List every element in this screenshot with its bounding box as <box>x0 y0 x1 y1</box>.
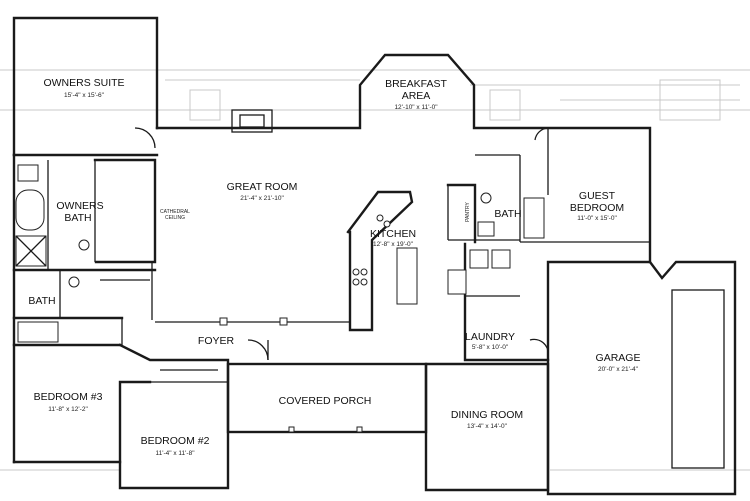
covered-porch-label: COVERED PORCH <box>279 395 372 407</box>
guest-bedroom-label-line1: GUEST <box>579 190 616 202</box>
laundry-label: LAUNDRY <box>465 331 515 343</box>
guest-bedroom-dims: 11'-0" x 15'-0" <box>577 215 617 222</box>
background-ghost-lines <box>0 69 750 471</box>
bedroom3-dims: 11'-8" x 12'-2" <box>48 406 88 413</box>
breakfast-label-line2: AREA <box>402 90 431 102</box>
cathedral-note-line1: CATHEDRAL <box>160 209 190 215</box>
great-room-dims: 21'-4" x 21'-10" <box>240 195 284 202</box>
bedroom3-label: BEDROOM #3 <box>34 391 103 403</box>
pantry-label: PANTRY <box>465 201 471 221</box>
fixtures <box>15 127 549 433</box>
walls <box>12 16 737 496</box>
cathedral-note-line2: CEILING <box>165 215 185 221</box>
garage-label: GARAGE <box>596 352 641 364</box>
breakfast-dims: 12'-10" x 11'-0" <box>394 104 438 111</box>
garage-dims: 20'-0" x 21'-4" <box>598 366 639 373</box>
breakfast-label-line1: BREAKFAST <box>385 78 447 90</box>
dining-room-dims: 13'-4" x 14'-0" <box>467 423 508 430</box>
kitchen-label: KITCHEN <box>370 228 416 240</box>
owners-suite-dims: 15'-4" x 15'-6" <box>64 92 105 99</box>
bedroom2-dims: 11'-4" x 11'-8" <box>155 450 195 457</box>
dining-room-label: DINING ROOM <box>451 409 523 421</box>
foyer-label: FOYER <box>198 335 235 347</box>
kitchen-dims: 12'-8" x 19'-0" <box>373 241 414 248</box>
bath3-label: BATH <box>28 295 55 307</box>
guest-bedroom-label-line2: BEDROOM <box>570 202 624 214</box>
room-labels: OWNERS SUITE 15'-4" x 15'-6" BREAKFAST A… <box>28 77 640 457</box>
bedroom2-label: BEDROOM #2 <box>141 435 210 447</box>
owners-suite-label: OWNERS SUITE <box>43 77 124 89</box>
bath2-label: BATH <box>494 208 521 220</box>
laundry-dims: 5'-8" x 10'-0" <box>472 344 509 351</box>
owners-bath-label-line1: OWNERS <box>56 200 103 212</box>
great-room-label: GREAT ROOM <box>227 181 298 193</box>
owners-bath-label-line2: BATH <box>64 212 91 224</box>
